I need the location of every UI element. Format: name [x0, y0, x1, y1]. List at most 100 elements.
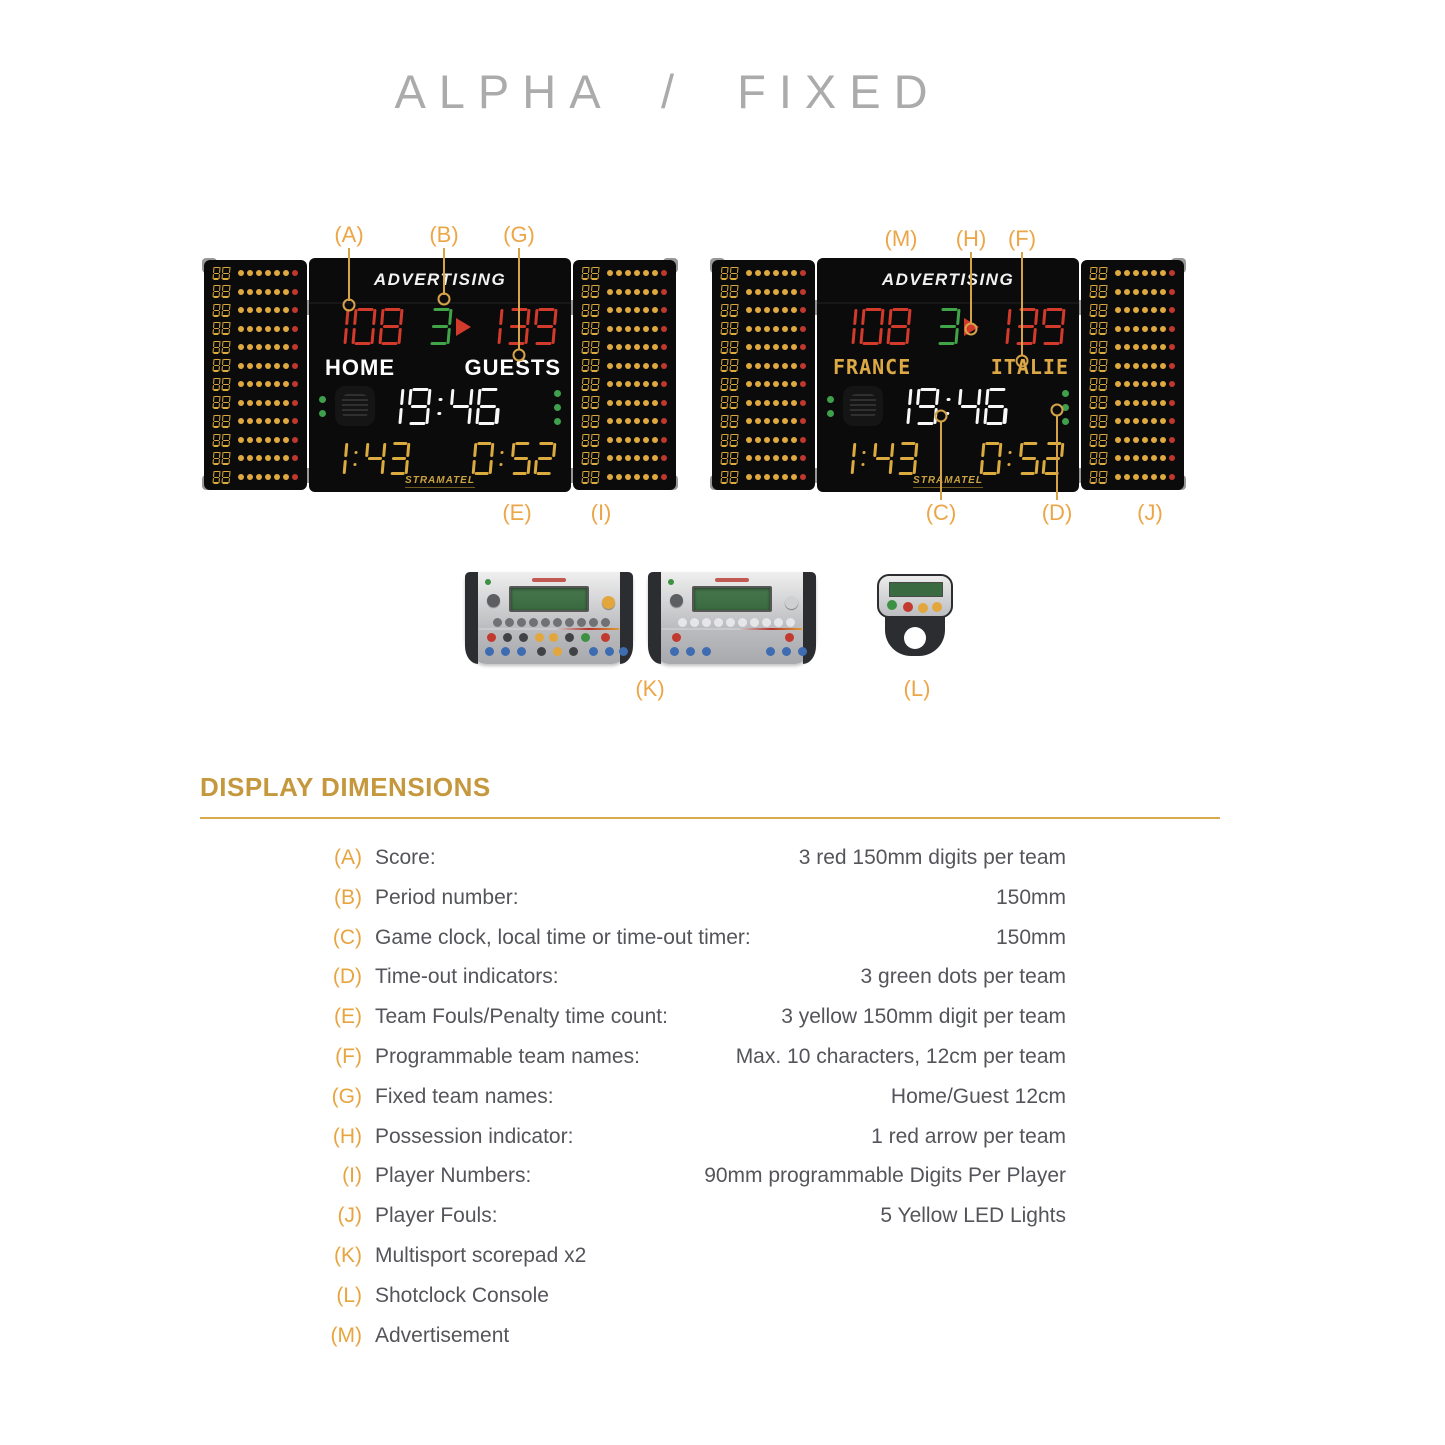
- player-fouls-dots: [745, 381, 806, 388]
- player-number-led: [580, 266, 600, 280]
- score-guests-led: [983, 308, 1068, 345]
- player-fouls-dots: [237, 399, 298, 406]
- scoreboard-main-display: HOME GUESTS STRAMATEL: [309, 304, 571, 490]
- player-number-led: [1088, 340, 1108, 354]
- callout-label-f: (F): [1007, 226, 1037, 251]
- brand-logo: STRAMATEL: [405, 475, 475, 486]
- spec-value: 150mm: [995, 925, 1066, 949]
- player-fouls-dots: [237, 344, 298, 351]
- spec-row-k: (K)Multisport scorepad x2: [318, 1244, 1066, 1284]
- player-fouls-dots: [745, 307, 806, 314]
- player-panel-right: [573, 260, 676, 490]
- player-fouls-dots: [237, 288, 298, 295]
- speaker-icon: [335, 386, 375, 426]
- callout-label-h: (H): [955, 226, 987, 251]
- timeout-dots-right: [554, 390, 561, 425]
- callout-ring: [964, 322, 978, 336]
- spec-label: Shotclock Console: [375, 1283, 549, 1307]
- callout-label-b: (B): [429, 222, 459, 247]
- player-fouls-dots: [237, 381, 298, 388]
- callout-ring: [437, 292, 451, 306]
- spec-value: 5 Yellow LED Lights: [880, 1204, 1066, 1228]
- player-fouls-dots: [1114, 270, 1175, 276]
- player-row: [720, 359, 807, 372]
- player-number-led: [1088, 415, 1108, 428]
- player-number-led: [211, 433, 231, 447]
- callout-ring: [342, 298, 356, 312]
- scorepad-side-bar: [620, 572, 633, 664]
- player-fouls-dots: [237, 270, 298, 276]
- player-fouls-dots: [606, 399, 667, 406]
- timeout-dots-left: [827, 396, 834, 417]
- player-fouls-dots: [745, 288, 806, 295]
- player-number-led: [719, 340, 739, 354]
- player-row: [581, 285, 668, 298]
- player-row: [580, 470, 668, 484]
- scoreboard-fixed-names: ADVERTISING HOME GUESTS STRAMATEL: [202, 258, 678, 492]
- callout-line: [443, 248, 445, 295]
- player-fouls-dots: [1114, 362, 1175, 369]
- scorepad-display: [509, 586, 589, 612]
- player-row: [720, 285, 807, 298]
- callout-line: [348, 248, 350, 301]
- player-number-led: [211, 452, 231, 465]
- player-row: [720, 377, 807, 391]
- player-row: [581, 359, 668, 372]
- spec-value: Max. 10 characters, 12cm per team: [735, 1044, 1066, 1068]
- player-number-led: [211, 415, 231, 428]
- player-fouls-dots: [606, 418, 667, 425]
- scorepad-side-bar: [465, 572, 478, 664]
- player-number-led: [580, 303, 600, 317]
- callout-label-m: (M): [884, 226, 918, 251]
- player-fouls-dots: [745, 270, 806, 276]
- spec-value: 3 red 150mm digits per team: [798, 846, 1066, 869]
- player-panel-left: [712, 260, 815, 490]
- player-number-led: [211, 396, 231, 409]
- spec-label: Score:: [375, 846, 436, 869]
- spec-key: (I): [342, 1164, 362, 1188]
- spec-key: (J): [337, 1204, 363, 1228]
- player-row: [1089, 433, 1176, 447]
- spec-label: Possession indicator:: [375, 1124, 574, 1148]
- player-fouls-dots: [745, 362, 806, 369]
- player-number-led: [580, 340, 600, 354]
- team-fouls-right-led: [977, 442, 1066, 475]
- shotclock-display: [889, 582, 943, 597]
- spec-key: (E): [334, 1005, 362, 1029]
- player-number-led: [1088, 470, 1108, 484]
- spec-row-h: (H)Possession indicator:1 red arrow per …: [318, 1125, 1066, 1165]
- player-row: [720, 266, 807, 280]
- player-number-led: [580, 452, 600, 465]
- scorepad-key-row: [465, 572, 474, 581]
- player-fouls-dots: [1114, 325, 1175, 332]
- scorepad-button: [670, 594, 683, 607]
- player-fouls-dots: [606, 381, 667, 388]
- spec-label: Programmable team names:: [375, 1044, 640, 1068]
- player-number-led: [211, 340, 231, 354]
- player-fouls-dots: [237, 307, 298, 314]
- spec-list: (A)Score:3 red 150mm digits per team(B)P…: [318, 846, 1066, 1363]
- player-number-led: [1088, 266, 1108, 280]
- spec-key: (M): [330, 1323, 362, 1347]
- player-number-led: [580, 470, 600, 484]
- player-fouls-dots: [745, 455, 806, 462]
- player-number-led: [719, 470, 739, 484]
- player-row: [1089, 359, 1176, 372]
- team-name-italie: ITALIE: [990, 355, 1069, 379]
- player-fouls-dots: [1114, 307, 1175, 314]
- spec-label: Team Fouls/Penalty time count:: [375, 1005, 668, 1029]
- player-number-led: [580, 433, 600, 447]
- player-row: [581, 396, 668, 409]
- brand-logo: STRAMATEL: [913, 475, 983, 486]
- player-row: [580, 303, 668, 317]
- team-name-home: HOME: [325, 355, 395, 380]
- player-number-led: [719, 415, 739, 428]
- period-led: [932, 308, 963, 345]
- player-row: [212, 359, 299, 372]
- scorepad-button: [602, 596, 615, 609]
- spec-row-c: (C)Game clock, local time or time-out ti…: [318, 926, 1066, 966]
- player-number-led: [211, 266, 231, 280]
- spec-row-e: (E)Team Fouls/Penalty time count:3 yello…: [318, 1005, 1066, 1045]
- player-row: [1089, 322, 1176, 335]
- callout-line: [1056, 415, 1058, 500]
